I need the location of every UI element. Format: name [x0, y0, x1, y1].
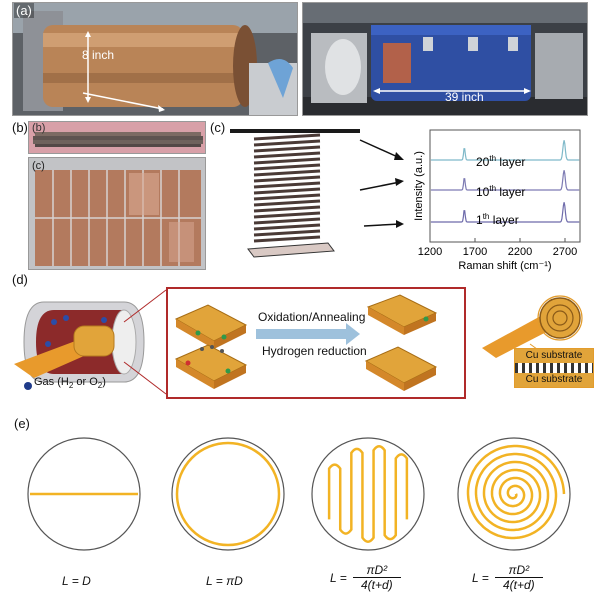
- diameter-label: 8 inch: [82, 48, 115, 62]
- formula-spiral-num: πD²: [508, 563, 530, 577]
- raman-spectrum-2: [430, 170, 580, 191]
- copper-sheets-illustration: [29, 158, 205, 269]
- formula-spiral-lhs: L =: [472, 570, 489, 585]
- raman-tick-2700: 2700: [553, 246, 577, 258]
- rolled-foil-illustration: [482, 295, 583, 358]
- foil-stack-illustration: [29, 122, 205, 153]
- raman-y-label: Intensity (a.u.): [413, 151, 425, 221]
- panel-label-b: (b): [12, 120, 28, 135]
- raman-spectrum-3: [430, 202, 580, 223]
- raman-tick-1200: 1200: [418, 246, 442, 258]
- graphene-stack-left-bottom: [174, 344, 248, 389]
- mechanism-frame: [166, 287, 466, 399]
- arrangement-spiral: [457, 437, 571, 551]
- formula-circular: L = πD: [206, 574, 243, 588]
- substrate-bottom-label: Cu substrate: [515, 373, 593, 387]
- panel-label-e: (e): [14, 416, 30, 431]
- graphene-stack-right-bottom: [364, 346, 438, 391]
- raman-spectra-chart: 1200 1700 2200 2700 Raman shift (cm⁻¹) I…: [413, 129, 581, 272]
- furnace-illustration: [303, 3, 587, 115]
- raman-legend-1st: 1th layer: [476, 212, 519, 227]
- arrangement-circular: [171, 437, 285, 551]
- process-top-label: Oxidation/Annealing: [258, 310, 366, 324]
- raman-plot-frame: [429, 129, 581, 243]
- formula-spiral-den: 4(t+d): [502, 578, 535, 592]
- process-arrow: [256, 323, 360, 345]
- formula-serpentine-num: πD²: [366, 563, 388, 577]
- formula-spiral: L = πD² 4(t+d): [472, 563, 543, 592]
- raman-tick-2200: 2200: [508, 246, 532, 258]
- pointer-arrows: [359, 139, 404, 228]
- formula-straight: L = D: [62, 574, 91, 588]
- raman-x-label: Raman shift (cm⁻¹): [458, 260, 551, 272]
- photo-copper-roll-chamber: [12, 2, 298, 116]
- substrate-gap-dots: [515, 363, 593, 373]
- panel-label-d: (d): [12, 272, 28, 287]
- panel-label-c: (c): [210, 120, 226, 135]
- substrate-top-label: Cu substrate: [515, 349, 593, 363]
- panel-label-c-small: (c): [32, 160, 45, 172]
- formula-serpentine-den: 4(t+d): [360, 578, 393, 592]
- gas-label: Gas (H2 or O2): [34, 376, 106, 391]
- mechanism-illustration: [174, 294, 438, 391]
- layered-foil-stack-diagram: [230, 129, 360, 258]
- graphene-stack-left-top: [174, 304, 248, 349]
- raman-legend-10th: 10th layer: [476, 184, 525, 199]
- panel-label-b-inner: (b): [32, 122, 46, 134]
- raman-x-ticks: [429, 238, 566, 242]
- formula-serpentine-lhs: L =: [330, 570, 347, 585]
- photo-copper-sheets: [28, 157, 206, 270]
- arrangement-serpentine: [311, 437, 425, 551]
- length-label: 39 inch: [445, 90, 484, 104]
- copper-roll-illustration: [13, 3, 297, 115]
- photo-foil-stack: [28, 121, 206, 154]
- raman-spectrum-1: [430, 140, 580, 161]
- substrate-box: Cu substrate Cu substrate: [514, 348, 594, 388]
- arrangement-straight: [27, 437, 141, 551]
- foil-arrangement-diagrams: [27, 437, 571, 551]
- formula-serpentine: L = πD² 4(t+d): [330, 563, 401, 592]
- process-bottom-label: Hydrogen reduction: [262, 344, 367, 358]
- raman-legend-20th: 20th layer: [476, 154, 525, 169]
- raman-tick-1700: 1700: [463, 246, 487, 258]
- furnace-cross-section-illustration: [14, 301, 145, 390]
- photo-tube-furnace: [302, 2, 588, 116]
- panel-label-a: (a): [14, 3, 34, 18]
- stacked-foil-layers: [253, 133, 321, 243]
- graphene-stack-right-top: [366, 294, 438, 335]
